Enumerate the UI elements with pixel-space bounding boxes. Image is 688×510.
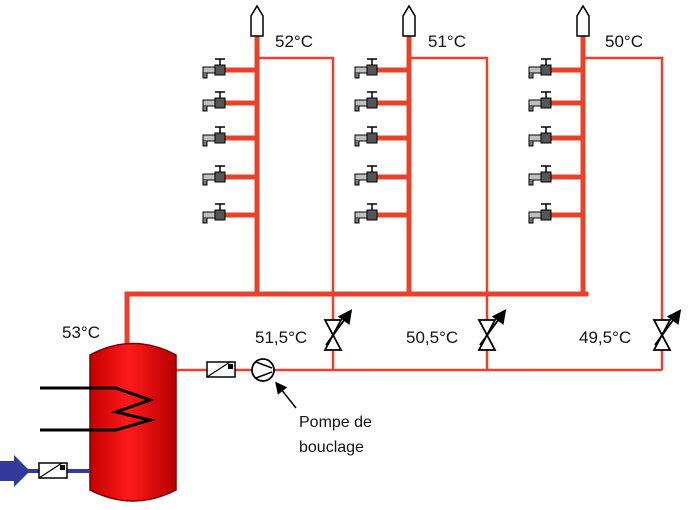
tank-temp-label: 53°C (62, 323, 100, 342)
tap-branches (222, 67, 583, 218)
pump-label-line1: Pompe de (299, 414, 372, 431)
check-valve-icon (38, 462, 68, 479)
supply-main-pipe (124, 291, 589, 348)
pump-icon (251, 358, 275, 382)
riser-3-temp-label: 50°C (605, 32, 643, 51)
return-3-temp-label: 49,5°C (579, 328, 631, 347)
storage-tank (40, 342, 177, 502)
return-2-temp-label: 50,5°C (406, 328, 458, 347)
return-loop-1 (257, 56, 335, 370)
supply-pipes (124, 35, 589, 348)
riser-2-temp-label: 51°C (428, 32, 466, 51)
return-loop-2 (409, 56, 489, 370)
balancing-valve-icon (323, 309, 682, 351)
pump-leader-arrow (275, 381, 297, 409)
check-valve-icon (206, 361, 236, 378)
pump-label-line2: bouclage (299, 439, 364, 456)
riser-1-temp-label: 52°C (275, 32, 313, 51)
return-1-temp-label: 51,5°C (255, 328, 307, 347)
return-loop-3 (583, 56, 664, 370)
heating-coil (40, 386, 156, 432)
air-vent-icon (250, 4, 590, 37)
